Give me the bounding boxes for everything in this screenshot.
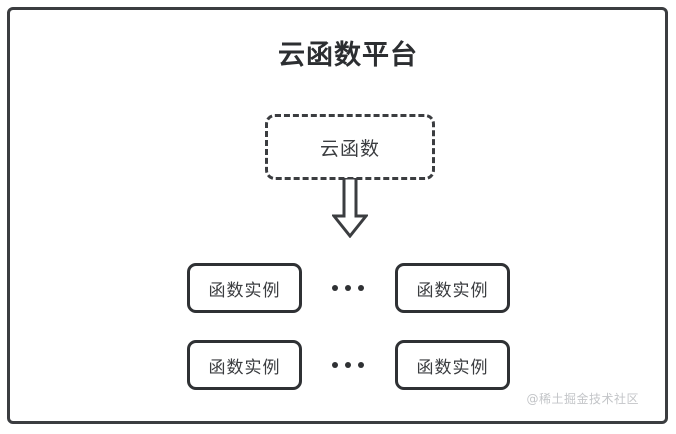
function-instance-box: 函数实例 — [395, 340, 510, 390]
function-instance-box: 函数实例 — [187, 263, 302, 313]
ellipsis-dot — [332, 362, 338, 368]
ellipsis-icon — [328, 263, 368, 313]
ellipsis-dot — [332, 285, 338, 291]
function-instance-label: 函数实例 — [416, 280, 489, 301]
page-title: 云函数平台 — [278, 40, 418, 71]
watermark-text: @稀土掘金技术社区 — [526, 392, 639, 406]
down-arrow-icon — [330, 176, 370, 239]
function-instance-box: 函数实例 — [187, 340, 302, 390]
instance-row: 函数实例 函数实例 — [10, 340, 676, 390]
function-instance-label: 函数实例 — [208, 280, 281, 301]
ellipsis-dot — [358, 362, 364, 368]
instance-row: 函数实例 函数实例 — [10, 263, 676, 313]
ellipsis-dot — [345, 362, 351, 368]
function-instance-box: 函数实例 — [395, 263, 510, 313]
function-instance-label: 函数实例 — [416, 357, 489, 378]
ellipsis-dot — [358, 285, 364, 291]
ellipsis-icon — [328, 340, 368, 390]
platform-boundary-frame: 云函数平台 云函数 函数实例 函数实例 函数实例 — [7, 7, 668, 424]
cloud-function-label: 云函数 — [319, 137, 380, 160]
ellipsis-dot — [345, 285, 351, 291]
cloud-function-node: 云函数 — [265, 114, 435, 180]
function-instance-label: 函数实例 — [208, 357, 281, 378]
